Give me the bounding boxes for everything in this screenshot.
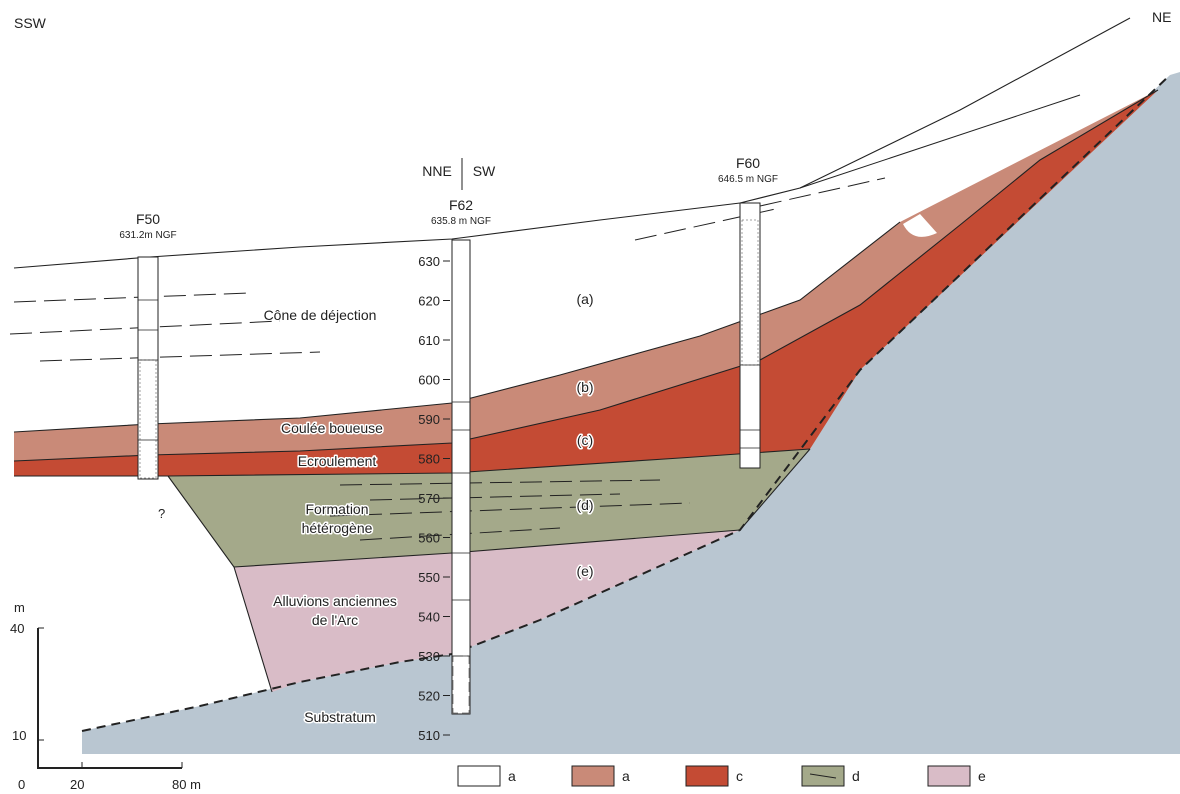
depth-tick-label: 580 <box>418 452 440 467</box>
unit-a-key: (a) <box>576 291 593 307</box>
bend-label-left: NNE <box>422 163 452 179</box>
scale-vertical-bottom: 10 <box>12 728 26 743</box>
legend-item: e <box>927 765 986 787</box>
unit-e-name-line2: de l'Arc <box>312 612 358 628</box>
legend-item: a <box>457 765 516 787</box>
orientation-left-label: SSW <box>14 15 47 31</box>
legend-swatch <box>457 765 501 787</box>
legend-label: c <box>736 768 743 784</box>
unit-e-key: (e) <box>576 563 593 579</box>
bend-label-right: SW <box>473 163 496 179</box>
unit-e-area <box>234 530 740 692</box>
question-mark: ? <box>158 506 165 521</box>
bedding-lines <box>9 177 886 541</box>
unit-a-name: Cône de déjection <box>264 307 377 323</box>
unit-d-area <box>168 449 810 567</box>
borehole-f60 <box>739 202 761 469</box>
depth-tick-label: 570 <box>418 491 440 506</box>
scale-vertical-unit: m <box>14 600 25 615</box>
depth-scale: 630 620 610 600 590 580 570 560 550 540 530 520 510 <box>418 254 450 743</box>
scale-horizontal-20: 20 <box>70 777 84 792</box>
depth-tick-label: 510 <box>418 728 440 743</box>
depth-tick-label: 520 <box>418 689 440 704</box>
unit-b-area <box>14 90 1158 461</box>
substratum-area <box>82 72 1180 754</box>
scarp-notch <box>903 214 937 237</box>
scale-vertical-top: 40 <box>10 621 24 636</box>
scale-horizontal-0: 0 <box>18 777 25 792</box>
unit-d-name-line1: Formation <box>305 501 368 517</box>
unit-c-key: (c) <box>577 432 593 448</box>
borehole-f50-name: F50 <box>136 211 160 227</box>
legend-swatch <box>685 765 729 787</box>
borehole-f62-elevation: 635.8 m NGF <box>431 216 491 227</box>
depth-tick-label: 550 <box>418 570 440 585</box>
scale-horizontal-80: 80 m <box>172 777 201 792</box>
unit-d-name-line2: hétérogène <box>302 520 373 536</box>
legend-swatch <box>571 765 615 787</box>
depth-tick-label: 600 <box>418 373 440 388</box>
unit-d-key: (d) <box>576 497 593 513</box>
borehole-f50 <box>137 256 159 480</box>
borehole-f60-name: F60 <box>736 155 760 171</box>
depth-tick-label: 630 <box>418 254 440 269</box>
legend-label: a <box>622 768 630 784</box>
depth-tick-label: 530 <box>418 649 440 664</box>
depth-tick-label: 590 <box>418 412 440 427</box>
substratum-label: Substratum <box>304 709 376 725</box>
unit-b-name: Coulée boueuse <box>281 420 383 436</box>
depth-tick-label: 560 <box>418 531 440 546</box>
scale-bar: m 40 10 0 20 80 m <box>10 600 201 792</box>
legend-item: d <box>801 765 860 787</box>
legend-label: d <box>852 768 860 784</box>
legend-label: a <box>508 768 516 784</box>
depth-tick-label: 610 <box>418 333 440 348</box>
depth-tick-label: 620 <box>418 294 440 309</box>
unit-c-name: Ecroulement <box>298 453 377 469</box>
legend-dash-symbol <box>809 773 837 779</box>
borehole-f50-elevation: 631.2m NGF <box>119 230 176 241</box>
ground-surface-line <box>13 17 1131 269</box>
unit-b-key: (b) <box>576 379 593 395</box>
orientation-right-label: NE <box>1152 9 1171 25</box>
borehole-f60-elevation: 646.5 m NGF <box>718 174 778 185</box>
legend-item: a <box>571 765 630 787</box>
borehole-f62 <box>451 239 471 715</box>
depth-tick-label: 540 <box>418 610 440 625</box>
borehole-f62-name: F62 <box>449 197 473 213</box>
legend-item: c <box>685 765 743 787</box>
ground-surface-upper-branch <box>799 94 1081 189</box>
legend-swatch <box>927 765 971 787</box>
legend-label: e <box>978 768 986 784</box>
unit-e-name-line1: Alluvions anciennes <box>273 593 397 609</box>
unit-c-area <box>14 90 1158 476</box>
